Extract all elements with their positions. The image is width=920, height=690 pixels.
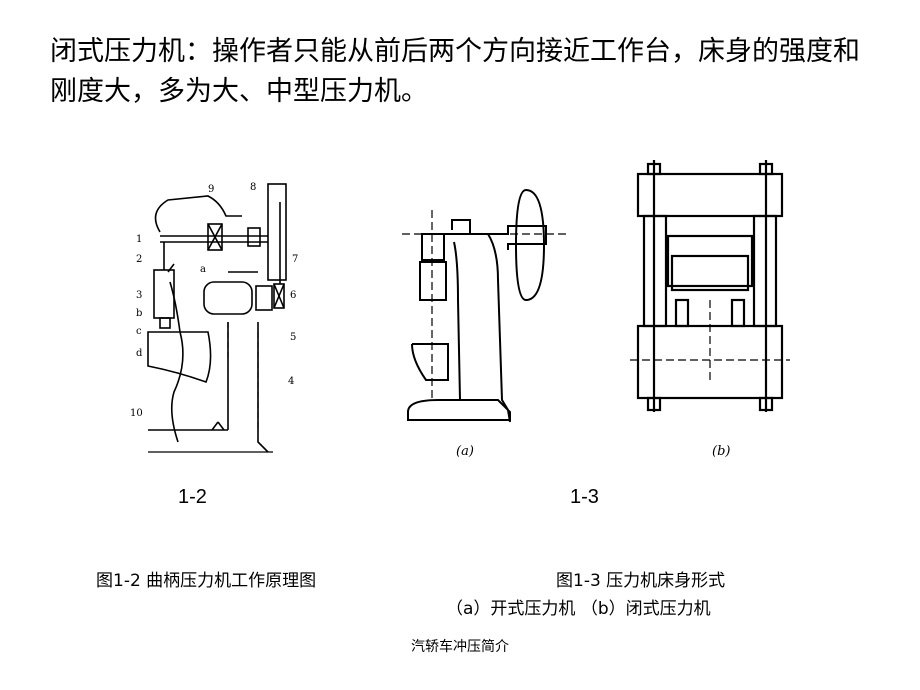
callout-9: 9 (208, 184, 214, 195)
subfigure-a-label: (a) (456, 444, 474, 459)
open-press-drawing: (a) (398, 150, 578, 470)
figure-1-3-label: 1-3 (570, 486, 599, 508)
callout-5: 5 (290, 332, 296, 343)
callout-6: 6 (290, 290, 296, 301)
subfigure-b-label: (b) (712, 444, 730, 459)
callout-2: 2 (136, 254, 142, 265)
callout-1: 1 (136, 234, 142, 245)
figure-1-2-label: 1-2 (178, 486, 207, 508)
callout-a: a (200, 264, 206, 275)
figure-1-3-subcaption: （a）开式压力机 （b）闭式压力机 (446, 599, 711, 619)
callout-8: 8 (250, 182, 256, 193)
callout-3: 3 (136, 290, 142, 301)
figure-1-2-caption: 图1-2 曲柄压力机工作原理图 (96, 571, 317, 591)
callout-b: b (136, 308, 142, 319)
slide-heading: 闭式压力机：操作者只能从前后两个方向接近工作台，床身的强度和刚度大，多为大、中型… (50, 36, 860, 107)
closed-press-drawing: (b) (620, 150, 790, 470)
callout-c: c (136, 326, 142, 337)
figure-1-3-caption: 图1-3 压力机床身形式 (556, 571, 726, 591)
callout-d: d (136, 348, 143, 359)
callout-10: 10 (130, 408, 143, 419)
crank-press-schematic: 1 2 3 b c d 10 9 8 7 a 6 5 4 (108, 172, 308, 472)
callout-4: 4 (288, 376, 294, 387)
callout-7: 7 (292, 254, 298, 265)
slide-footer: 汽轿车冲压简介 (411, 639, 509, 655)
